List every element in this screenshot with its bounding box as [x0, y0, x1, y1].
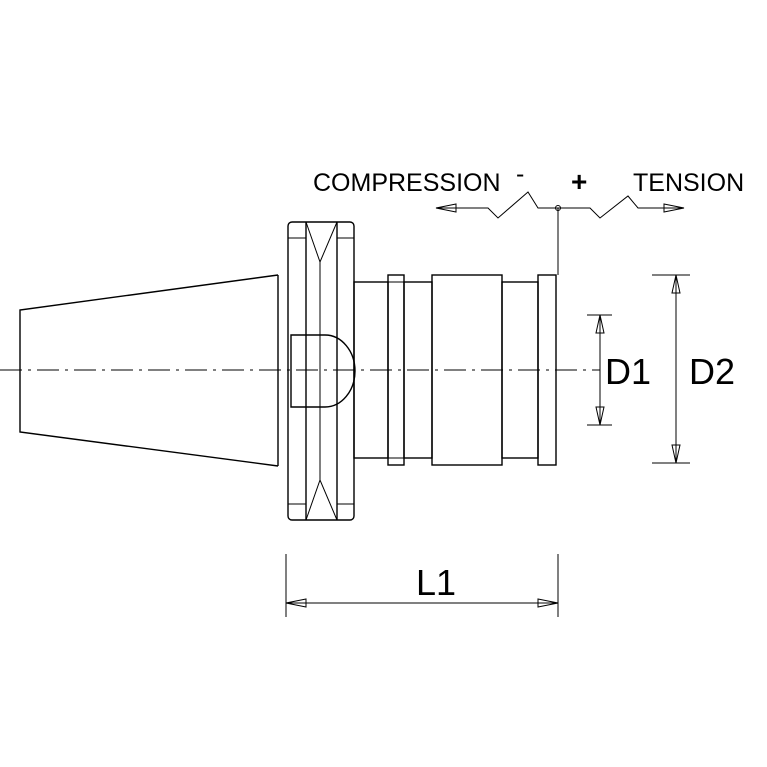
d1-label: D1 [605, 351, 651, 392]
d1-dimension: D1 [587, 314, 651, 426]
d2-dimension: D2 [652, 274, 735, 464]
tension-arrow-icon [663, 203, 685, 213]
compression-arrow-icon [435, 203, 457, 213]
body [353, 274, 557, 466]
d1-top-arrow-icon [595, 314, 605, 334]
d2-label: D2 [689, 351, 735, 392]
l1-left-arrow-icon [285, 598, 307, 608]
d2-bottom-arrow-icon [671, 444, 681, 464]
l1-right-arrow-icon [537, 598, 559, 608]
compression-tension-indicator: COMPRESSION - + TENSION [313, 160, 744, 275]
flange [287, 221, 356, 521]
d2-top-arrow-icon [671, 274, 681, 294]
plus-sign: + [571, 166, 587, 197]
l1-label: L1 [416, 562, 456, 603]
compression-label: COMPRESSION [313, 169, 501, 197]
minus-sign: - [516, 160, 524, 188]
d1-bottom-arrow-icon [595, 406, 605, 426]
l1-dimension: L1 [285, 554, 559, 617]
taper-shank [19, 274, 279, 467]
drive-key [290, 334, 356, 408]
tension-label: TENSION [633, 169, 744, 197]
